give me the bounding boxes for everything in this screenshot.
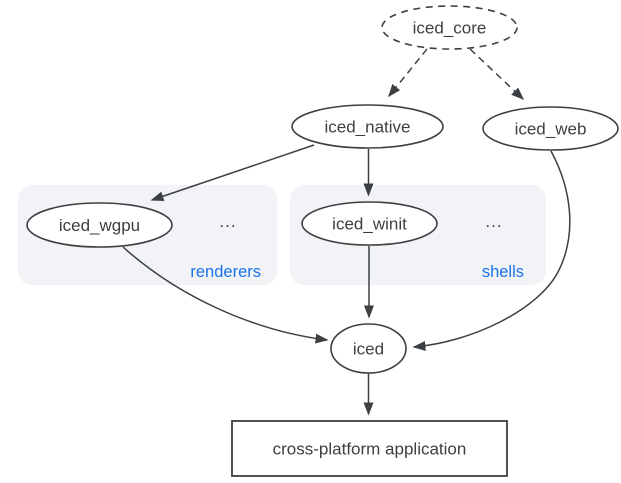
group-label-renderers: renderers — [190, 263, 261, 281]
node-iced-web — [482, 106, 619, 151]
node-iced-wgpu — [26, 202, 173, 248]
node-iced-native — [291, 104, 444, 149]
node-iced-wgpu-label: iced_wgpu — [59, 216, 140, 235]
node-iced-winit — [301, 201, 438, 246]
node-application — [231, 420, 508, 477]
edge-iced-core-to-iced-web — [469, 48, 525, 101]
node-iced-native-label: iced_native — [324, 118, 410, 137]
node-iced-web-label: iced_web — [515, 120, 587, 139]
group-label-shells: shells — [482, 263, 524, 281]
renderers-ellipsis: ... — [219, 212, 236, 231]
node-iced-core — [381, 5, 518, 50]
shells-ellipsis: ... — [485, 212, 502, 231]
edge-iced-web-to-iced — [412, 150, 571, 351]
node-iced-winit-label: iced_winit — [332, 215, 407, 234]
edge-iced-native-to-iced-wgpu — [150, 144, 315, 202]
node-iced-core-label: iced_core — [413, 19, 487, 38]
edge-iced-core-to-iced-native — [388, 48, 428, 98]
node-iced-label: iced — [353, 340, 384, 359]
node-iced — [330, 323, 407, 374]
edge-iced-wgpu-to-iced — [122, 246, 329, 344]
node-application-label: cross-platform application — [273, 440, 467, 459]
